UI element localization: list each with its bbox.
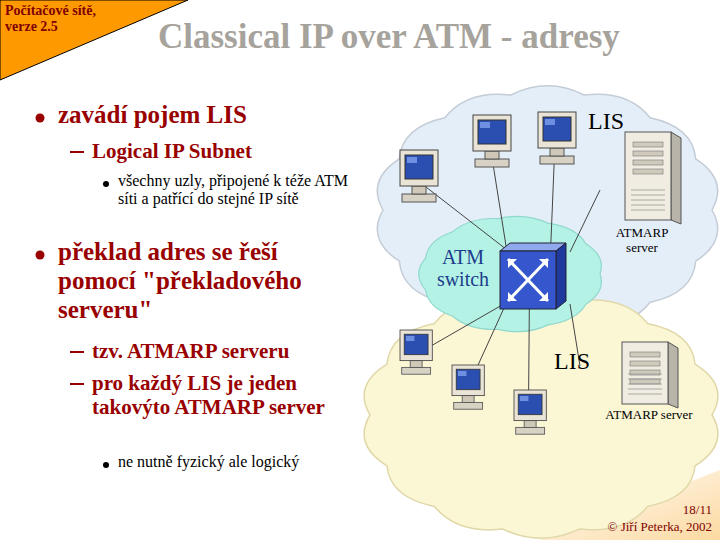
slide-title: Classical IP over ATM - adresy: [158, 16, 714, 58]
server-icon: [622, 342, 678, 408]
cloud-shape: [364, 292, 718, 538]
dash-mark: [70, 351, 84, 353]
network-link: [570, 190, 600, 252]
sub-bullet-text: pro každý LIS je jeden takovýto ATMARP s…: [92, 371, 342, 419]
subnet-label: LIS: [588, 108, 648, 135]
bullet-dot: [103, 462, 109, 468]
computer-icon: [452, 365, 484, 409]
cloud-shape: [419, 216, 602, 331]
detail-text: ne nutně fyzický ale logický: [118, 453, 308, 471]
server-icon: [625, 132, 681, 224]
bullet-dot: [36, 114, 45, 123]
dash-mark: [70, 383, 84, 385]
computer-icon: [538, 112, 576, 164]
bullet-text: zavádí pojem LIS: [58, 101, 358, 130]
copyright: © Jiří Peterka, 2002: [540, 520, 712, 535]
network-link: [570, 304, 580, 366]
sub-bullet-text: tzv. ATMARP serveru: [92, 339, 352, 363]
dash-mark: [70, 151, 84, 153]
computer-icon: [400, 330, 432, 374]
bullet-dot: [36, 251, 45, 260]
computer-icon: [400, 150, 438, 202]
computer-wire: [417, 180, 507, 250]
sub-bullet-text: Logical IP Subnet: [92, 139, 352, 163]
detail-text: všechny uzly, připojené k téže ATM síti …: [118, 172, 350, 209]
bullet-dot: [103, 181, 109, 187]
cloud-shape: [377, 86, 717, 334]
slide-number: 18/11: [560, 503, 712, 518]
switch-label: ATM switch: [428, 246, 498, 291]
subnet-label: LIS: [554, 348, 614, 375]
corner-note: Počítačové sítě, verze 2.5: [5, 3, 115, 35]
computer-icon: [514, 390, 546, 434]
server-label: ATMARP server: [580, 408, 718, 423]
computer-icon: [473, 115, 511, 167]
server-label: ATMARP server: [606, 226, 678, 255]
bullet-text: překlad adres se řeší pomocí "překladové…: [58, 238, 358, 324]
switch-icon: [500, 243, 566, 309]
